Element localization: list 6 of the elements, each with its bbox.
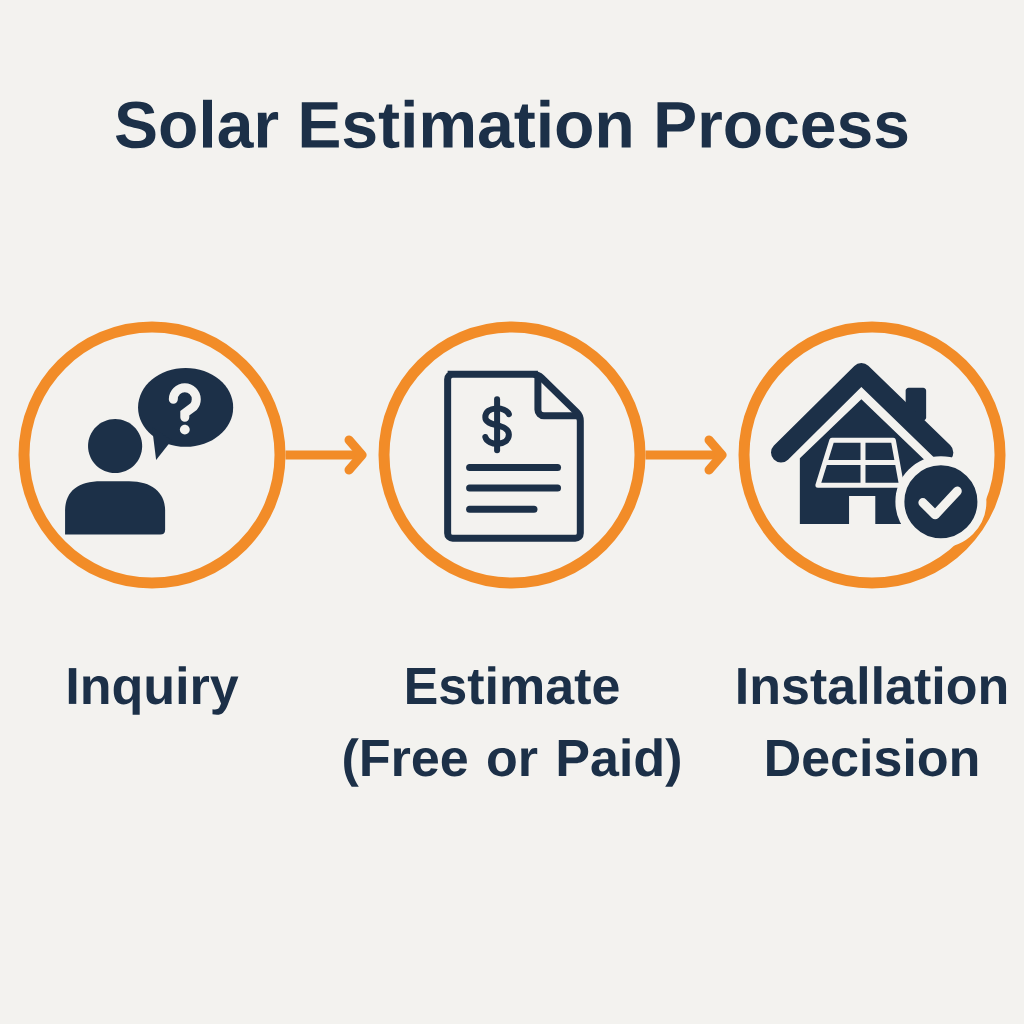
title: Solar Estimation Process <box>115 99 908 149</box>
step-label: Estimate (Free or Paid) <box>344 666 680 787</box>
arrow <box>645 435 727 475</box>
step-label: Inquiry <box>68 666 239 715</box>
step-label: Installation Decision <box>738 666 1007 777</box>
arrow <box>285 435 367 475</box>
